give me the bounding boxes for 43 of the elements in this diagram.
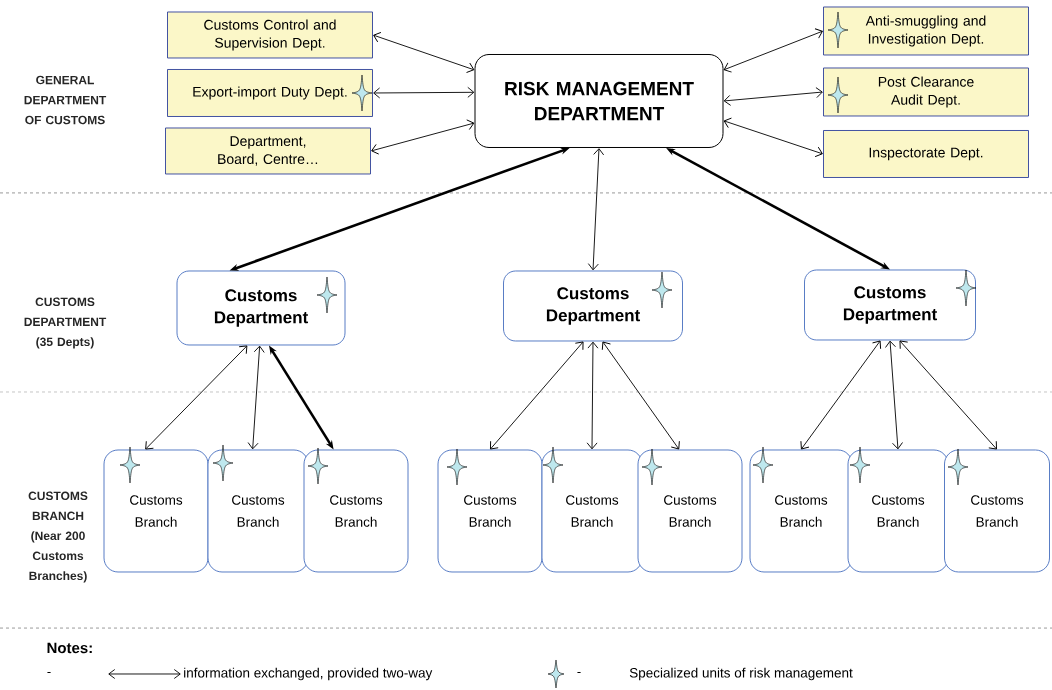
notes-heading: Notes: <box>47 642 92 654</box>
arrow <box>373 86 475 99</box>
customs-department-box: Customs Department <box>503 270 683 342</box>
legend-text: information exchanged, provided two-way <box>184 667 433 681</box>
branch-box: Customs Branch <box>437 449 543 573</box>
branch-box: Customs Branch <box>847 449 949 573</box>
dash-text: - <box>577 672 581 674</box>
dept-box: Inspectorate Dept. <box>823 130 1029 178</box>
arrow <box>145 345 248 450</box>
branch-box: Customs Branch <box>541 449 643 573</box>
dash-text: - <box>47 672 51 674</box>
arrow <box>587 148 605 271</box>
legend-text: Specialized units of risk management <box>629 667 853 681</box>
arrow <box>723 87 823 106</box>
arrow <box>371 119 475 155</box>
level-label: CUSTOMS BRANCH (Near 200 Customs Branches) <box>28 491 88 583</box>
dept-box: Anti-smuggling and Investigation Dept. <box>823 6 1029 56</box>
branch-box: Customs Branch <box>103 449 209 573</box>
branch-box: Customs Branch <box>637 449 743 573</box>
risk-box: RISK MANAGEMENT DEPARTMENT <box>474 54 724 148</box>
arrow <box>723 28 823 73</box>
arrow <box>601 341 680 450</box>
branch-box: Customs Branch <box>303 449 409 573</box>
level-label: GENERAL DEPARTMENT OF CUSTOMS <box>24 75 107 125</box>
branch-box: Customs Branch <box>749 449 853 573</box>
arrow <box>247 345 265 450</box>
branch-box: Customs Branch <box>944 449 1050 573</box>
arrow <box>885 340 903 450</box>
arrow <box>586 341 599 450</box>
customs-department-box: Customs Department <box>176 270 346 346</box>
level-label: CUSTOMS DEPARTMENT (35 Depts) <box>24 297 107 349</box>
dept-box: Customs Control and Supervision Dept. <box>167 11 373 59</box>
arrow <box>373 32 475 73</box>
arrow <box>899 340 997 450</box>
arrow <box>490 341 584 450</box>
dept-box: Post Clearance Audit Dept. <box>823 67 1029 117</box>
node-label: Customs Branch <box>971 495 1024 527</box>
customs-department-box: Customs Department <box>804 269 976 341</box>
dept-box: Export-import Duty Dept. <box>167 69 373 117</box>
arrow <box>723 117 823 158</box>
branch-box: Customs Branch <box>207 449 309 573</box>
dept-box: Department, Board, Centre… <box>165 127 371 175</box>
arrow <box>800 340 882 450</box>
